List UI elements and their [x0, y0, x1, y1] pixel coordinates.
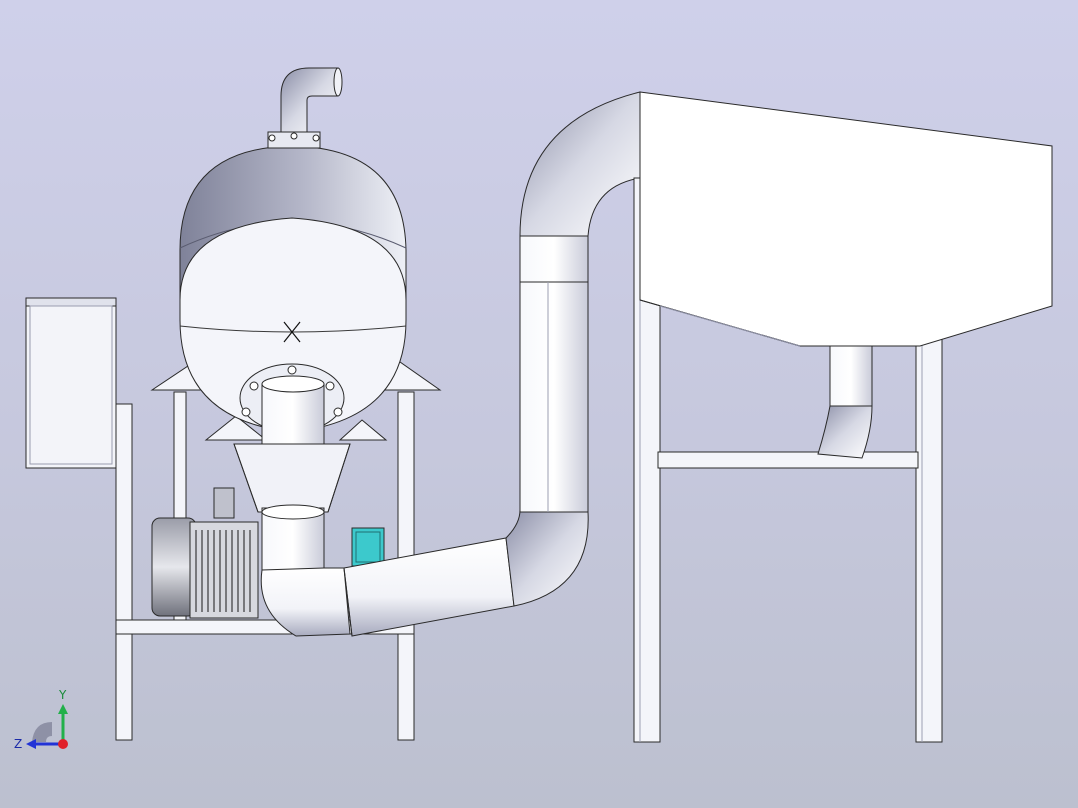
connecting-pipe	[260, 91, 641, 637]
triad-arc	[32, 722, 52, 742]
feed-hopper	[233, 443, 351, 513]
coordinate-triad: Y Z	[14, 688, 68, 751]
pressure-tank	[179, 67, 407, 445]
hopper-discharge-pipe	[817, 345, 873, 459]
y-axis-label: Y	[58, 688, 67, 702]
control-cabinet	[25, 297, 117, 469]
receiving-hopper	[639, 91, 1053, 347]
z-axis-label: Z	[14, 737, 22, 751]
z-axis-arrow-head	[26, 739, 36, 749]
x-axis-dot	[58, 739, 68, 749]
drive-motor	[151, 487, 385, 619]
y-axis-arrow-head	[58, 704, 68, 714]
